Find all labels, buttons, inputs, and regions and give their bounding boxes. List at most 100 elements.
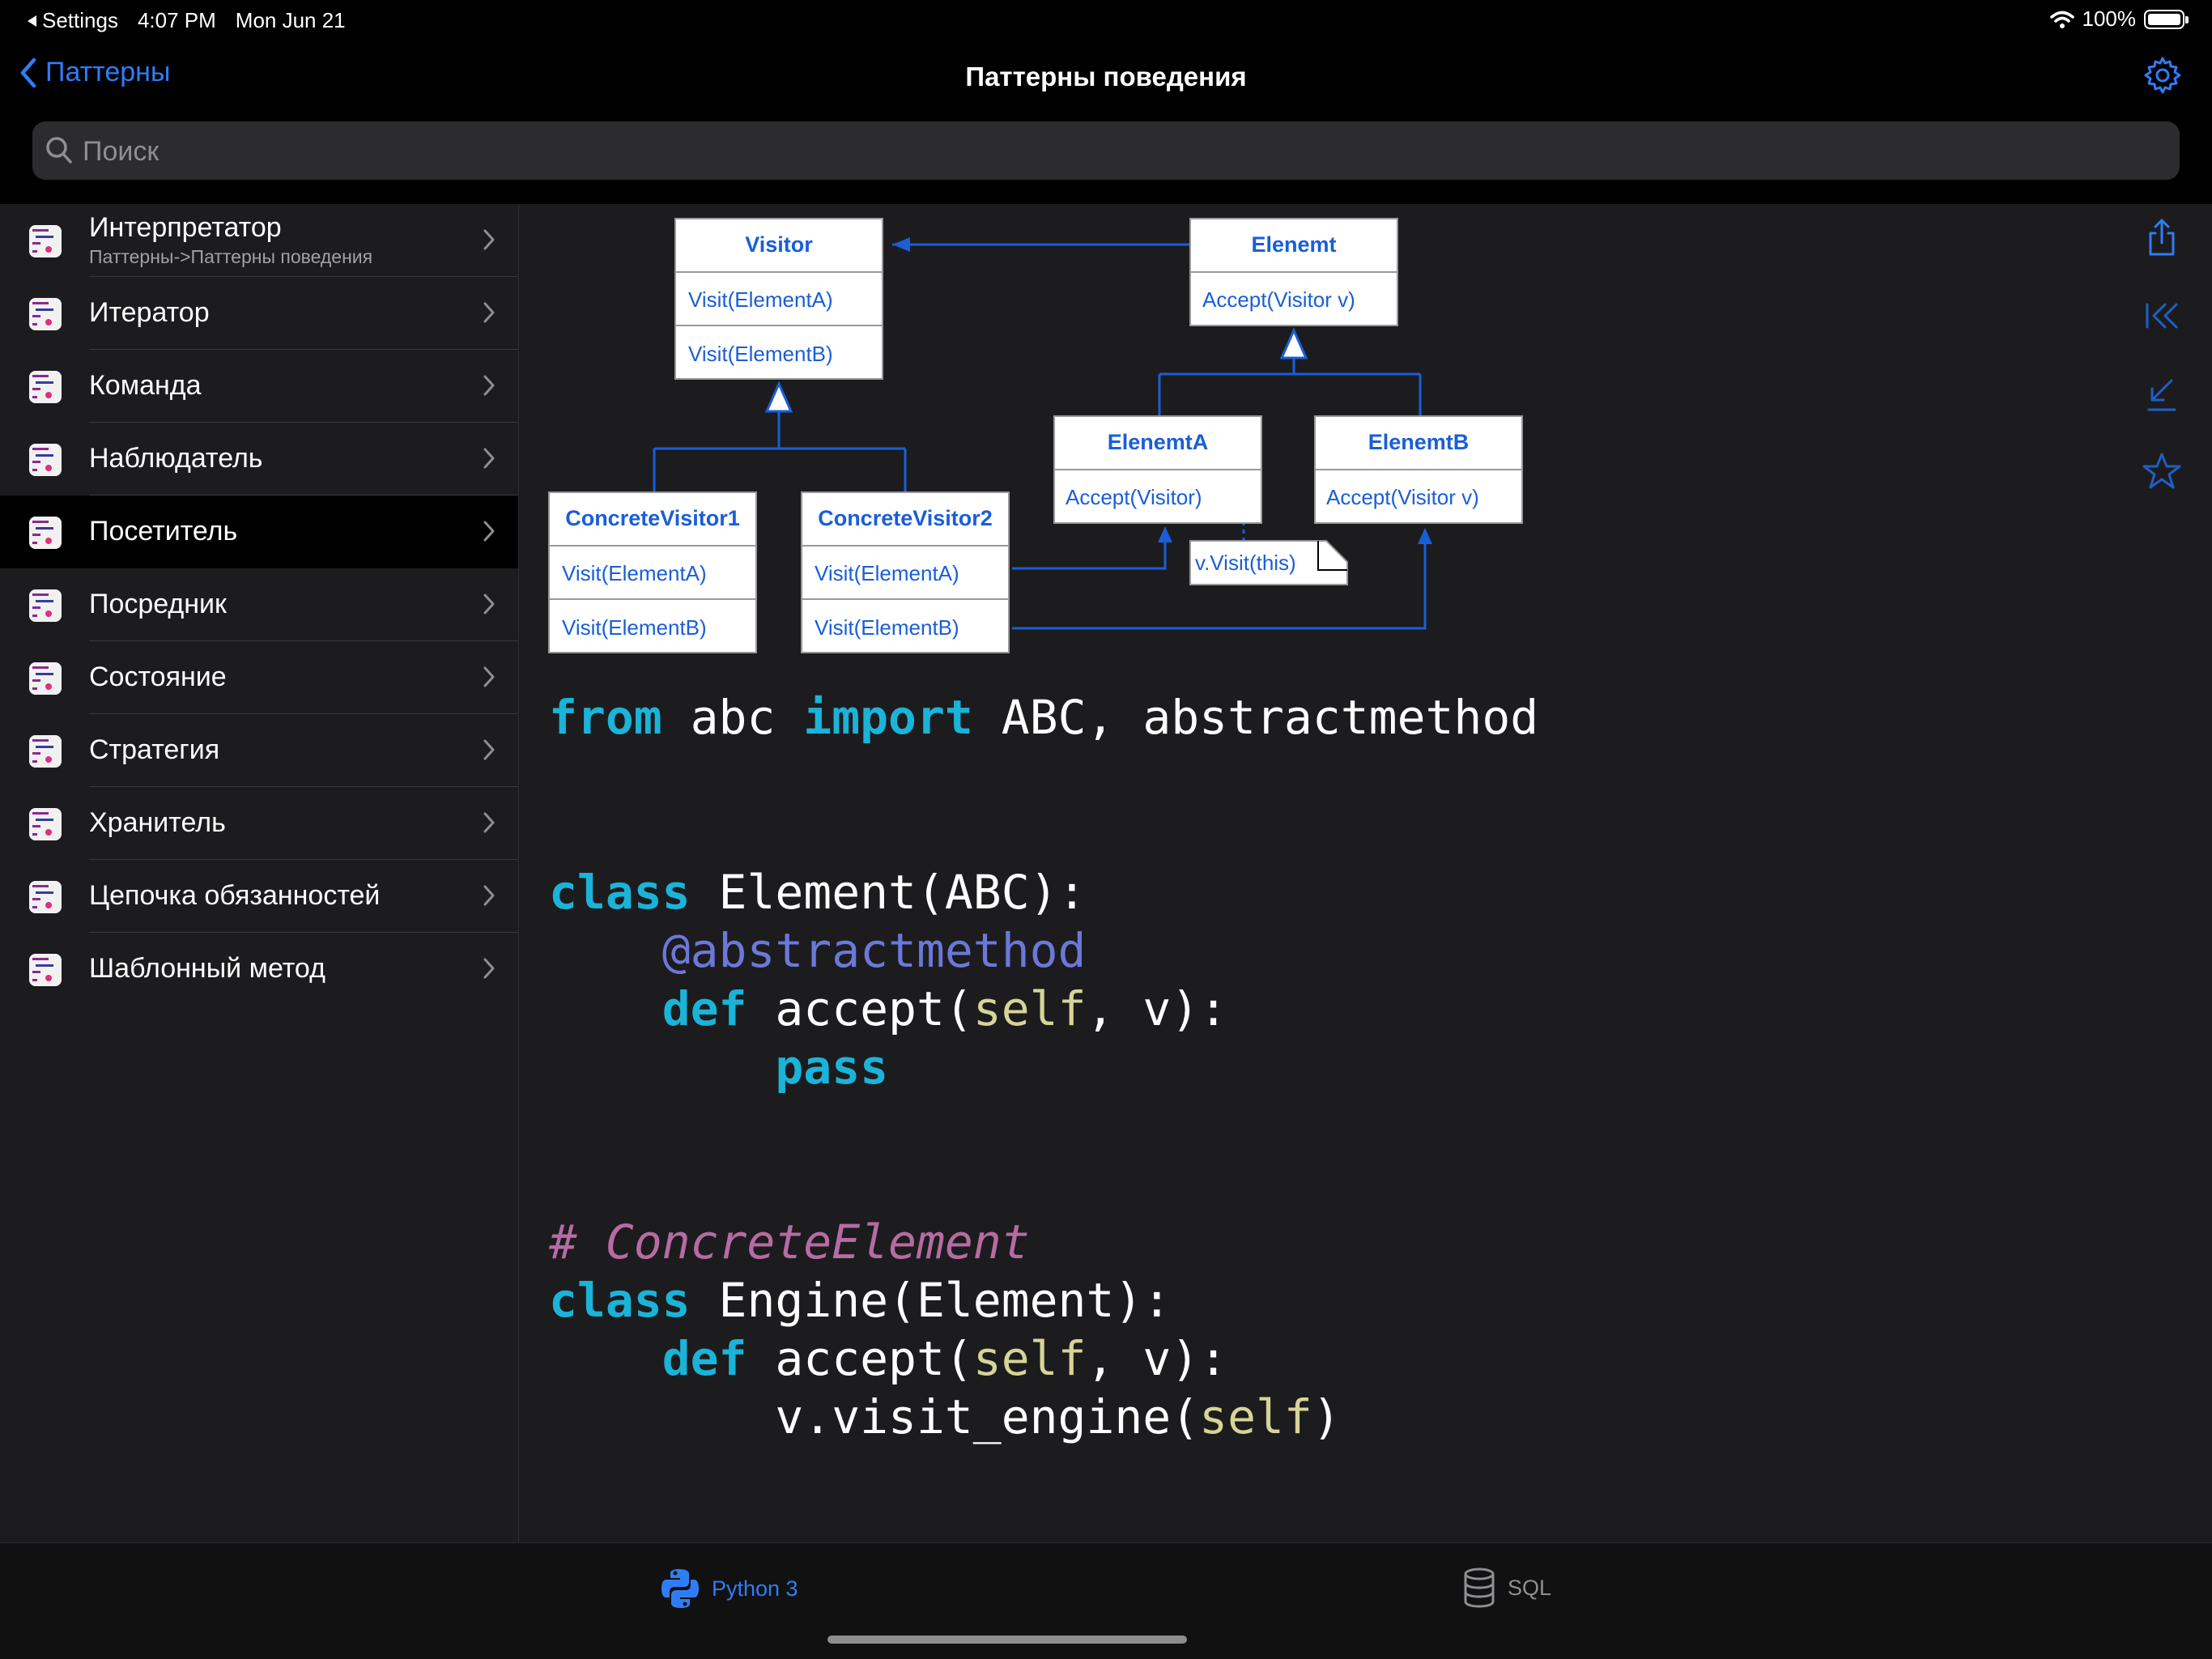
sidebar-item-observer[interactable]: Наблюдатель xyxy=(0,423,518,496)
row-divider xyxy=(89,786,518,787)
chevron-right-icon xyxy=(483,228,496,255)
code-comment: # ConcreteElement xyxy=(549,1214,1030,1270)
split-divider xyxy=(518,204,519,1542)
func-code-file-icon xyxy=(29,517,62,549)
chevron-right-icon xyxy=(483,447,496,474)
share-icon[interactable] xyxy=(2141,217,2183,259)
code-line: def accept(self, v): xyxy=(662,981,1227,1036)
visitor-method: Visit(ElementB) xyxy=(688,342,833,366)
battery-percent: 100% xyxy=(2082,6,2137,31)
func-code-file-icon xyxy=(29,735,62,768)
chevron-right-icon xyxy=(483,374,496,401)
element-b-class-name: ElenemtB xyxy=(1368,430,1470,454)
func-code-file-icon xyxy=(29,954,62,986)
sidebar-item-memento[interactable]: Хранитель xyxy=(0,787,518,860)
uml-note-text: v.Visit(this) xyxy=(1195,551,1296,575)
element-class-box: Elenemt Accept(Visitor v) xyxy=(1189,218,1398,326)
row-divider xyxy=(89,713,518,714)
sidebar-item-label: Цепочка обязанностей xyxy=(89,880,381,911)
code-line: from abc import ABC, abstractmethod xyxy=(549,690,1538,745)
code-keyword: class xyxy=(549,865,691,920)
sidebar-item-subtitle: Паттерны->Паттерны поведения xyxy=(89,246,373,267)
chevron-right-icon xyxy=(483,738,496,765)
row-divider xyxy=(89,859,518,860)
gear-icon[interactable] xyxy=(2142,55,2183,96)
tab-python-3[interactable]: Python 3 xyxy=(660,1568,798,1610)
sidebar-item-iterator[interactable]: Итератор xyxy=(0,277,518,350)
sidebar-item-label: Посредник xyxy=(89,589,227,619)
code-line: def accept(self, v): xyxy=(662,1331,1227,1386)
func-code-file-icon xyxy=(29,444,62,476)
sidebar-item-label: Команда xyxy=(89,370,202,401)
func-code-file-icon xyxy=(29,808,62,840)
sidebar-item-chain-of-responsibility[interactable]: Цепочка обязанностей xyxy=(0,860,518,933)
code-self: self xyxy=(972,1331,1087,1386)
tab-sql[interactable]: SQL xyxy=(1462,1568,1551,1608)
back-app-label: Settings xyxy=(42,8,118,32)
concrete-visitor-1-method: Visit(ElementB) xyxy=(562,615,707,640)
star-icon[interactable] xyxy=(2141,450,2183,492)
navigation-bar: Паттерны Паттерны поведения xyxy=(0,40,2212,121)
code-keyword: class xyxy=(549,1273,691,1328)
back-button[interactable]: Паттерны xyxy=(19,57,170,88)
element-a-method: Accept(Visitor) xyxy=(1066,485,1202,509)
row-divider xyxy=(89,640,518,641)
sidebar-item-command[interactable]: Команда xyxy=(0,350,518,423)
code-text: ABC, abstractmethod xyxy=(972,690,1539,745)
code-keyword: import xyxy=(803,690,973,745)
code-keyword: pass xyxy=(775,1040,889,1095)
sidebar-item-state[interactable]: Состояние xyxy=(0,641,518,714)
back-button-label: Паттерны xyxy=(45,57,171,87)
chevron-right-icon xyxy=(483,301,496,328)
func-code-file-icon xyxy=(29,298,62,330)
concrete-visitor-2-method: Visit(ElementB) xyxy=(815,615,959,640)
code-text: accept( xyxy=(747,981,973,1036)
sidebar-item-label: Итератор xyxy=(89,297,210,328)
date: Mon Jun 21 xyxy=(235,8,346,32)
func-code-file-icon xyxy=(29,589,62,622)
code-text: accept( xyxy=(747,1331,973,1386)
search-bar[interactable] xyxy=(32,121,2180,181)
sidebar-item-label: Хранитель xyxy=(89,807,226,838)
sidebar-item-label: Стратегия xyxy=(89,734,220,765)
search-input[interactable] xyxy=(81,121,2108,181)
code-keyword: def xyxy=(661,1331,747,1386)
chevron-left-icon xyxy=(20,57,36,87)
code-text: Engine(Element): xyxy=(690,1273,1172,1328)
chevron-right-icon xyxy=(483,593,496,619)
row-divider xyxy=(89,495,518,496)
element-b-method: Accept(Visitor v) xyxy=(1326,485,1479,509)
func-code-file-icon xyxy=(29,225,62,257)
element-a-class-name: ElenemtA xyxy=(1108,430,1209,454)
row-divider xyxy=(89,349,518,350)
battery-icon xyxy=(2144,9,2189,29)
back-to-app-link[interactable]: Settings xyxy=(26,8,118,33)
sidebar-item-template-method[interactable]: Шаблонный метод xyxy=(0,933,518,1006)
code-line: class Engine(Element): xyxy=(549,1273,1171,1328)
row-divider xyxy=(89,422,518,423)
code-keyword: from xyxy=(549,690,662,745)
detail-toolbar xyxy=(2141,217,2183,528)
sidebar-item-interpreter[interactable]: Интерпретатор Паттерны->Паттерны поведен… xyxy=(0,204,518,277)
visitor-method: Visit(ElementA) xyxy=(688,287,833,312)
func-code-file-icon xyxy=(29,371,62,403)
sidebar-item-mediator[interactable]: Посредник xyxy=(0,568,518,641)
row-divider xyxy=(89,932,518,933)
sidebar-item-visitor[interactable]: Посетитель xyxy=(0,496,518,568)
python-icon xyxy=(661,1569,699,1608)
element-class-name: Elenemt xyxy=(1251,232,1336,257)
sidebar-item-label: Состояние xyxy=(89,661,227,692)
code-line: class Element(ABC): xyxy=(549,865,1086,920)
code-text: , v): xyxy=(1086,1331,1228,1386)
element-method: Accept(Visitor v) xyxy=(1202,287,1355,312)
code-line: v.visit_engine(self) xyxy=(775,1389,1340,1444)
jump-to-start-icon[interactable] xyxy=(2141,295,2183,337)
code-text: Element(ABC): xyxy=(690,865,1087,920)
scroll-down-icon[interactable] xyxy=(2141,372,2183,415)
chevron-right-icon xyxy=(483,884,496,911)
tab-label: Python 3 xyxy=(712,1576,798,1601)
home-indicator[interactable] xyxy=(827,1636,1187,1644)
concrete-visitor-2-class-box: ConcreteVisitor2 Visit(ElementA) Visit(E… xyxy=(801,491,1010,653)
sidebar-item-strategy[interactable]: Стратегия xyxy=(0,714,518,787)
func-code-file-icon xyxy=(29,881,62,913)
